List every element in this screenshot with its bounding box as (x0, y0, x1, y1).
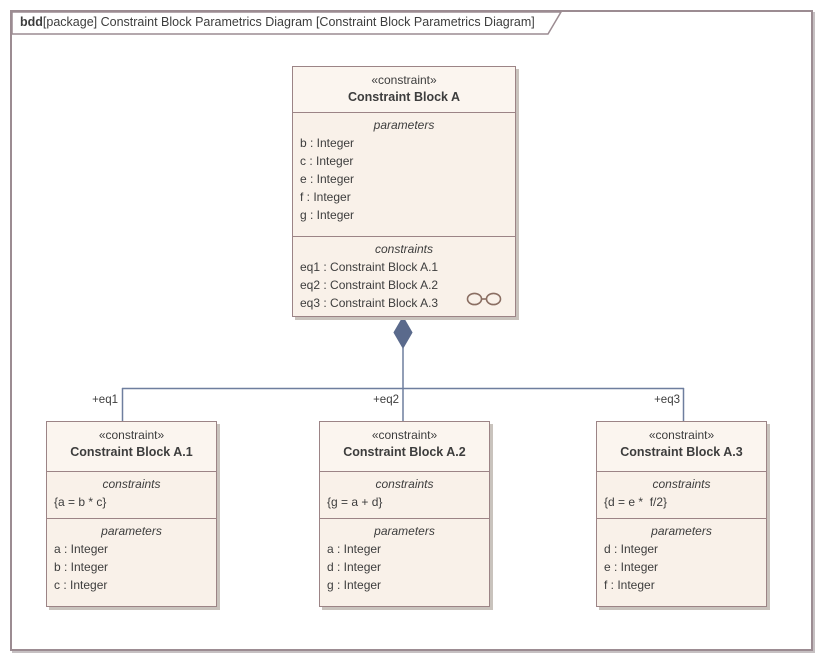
block-name: Constraint Block A (347, 90, 461, 104)
constraints-compartment: constraints {g = a + d} (320, 471, 489, 518)
connector-label-eq1: +eq1 (92, 394, 118, 406)
parameter-item: a : Integer (54, 542, 109, 556)
block-constraint-block-a1[interactable]: «constraint» Constraint Block A.1 constr… (46, 421, 217, 607)
compartment-label: constraints (375, 477, 434, 491)
diagram-frame (10, 10, 813, 651)
block-header: «constraint» Constraint Block A.2 (320, 422, 489, 471)
parameters-compartment: parameters b : Integer c : Integer e : I… (293, 112, 515, 236)
parameter-item: c : Integer (300, 154, 354, 168)
parameters-compartment: parameters d : Integer e : Integer f : I… (597, 518, 766, 606)
parameters-compartment: parameters a : Integer b : Integer c : I… (47, 518, 216, 606)
compartment-label: parameters (373, 118, 435, 132)
constraint-item: {d = e * f/2} (604, 495, 668, 509)
block-header: «constraint» Constraint Block A (293, 67, 515, 112)
stereotype-label: «constraint» (371, 428, 438, 442)
compartment-label: parameters (101, 524, 162, 538)
block-name: Constraint Block A.1 (70, 445, 193, 459)
constraint-item: eq1 : Constraint Block A.1 (300, 260, 439, 274)
constraint-item: eq2 : Constraint Block A.2 (300, 278, 439, 292)
stereotype-label: «constraint» (648, 428, 715, 442)
compartment-label: constraints (102, 477, 161, 491)
stereotype-label: «constraint» (98, 428, 165, 442)
parameter-item: a : Integer (327, 542, 382, 556)
compartment-label: parameters (374, 524, 435, 538)
constraints-compartment: constraints {d = e * f/2} (597, 471, 766, 518)
parameter-item: c : Integer (54, 578, 108, 592)
parameter-item: f : Integer (300, 190, 351, 204)
compartment-label: constraints (652, 477, 711, 491)
block-header: «constraint» Constraint Block A.1 (47, 422, 216, 471)
constraint-item: {g = a + d} (327, 495, 383, 509)
diagram-type-keyword: bdd (20, 15, 43, 29)
diagram-title-rest: [package] Constraint Block Parametrics D… (42, 15, 535, 29)
constraints-compartment: constraints {a = b * c} (47, 471, 216, 518)
constraints-compartment: constraints eq1 : Constraint Block A.1 e… (293, 236, 515, 316)
parameter-item: e : Integer (604, 560, 659, 574)
connector-label-eq2: +eq2 (373, 394, 399, 406)
block-constraint-block-a2[interactable]: «constraint» Constraint Block A.2 constr… (319, 421, 490, 607)
parameter-item: g : Integer (327, 578, 382, 592)
frame-heading-tab (12, 12, 562, 35)
parameter-item: b : Integer (54, 560, 109, 574)
parameter-item: e : Integer (300, 172, 355, 186)
compartment-label: constraints (374, 242, 434, 256)
constraint-item: eq3 : Constraint Block A.3 (300, 296, 439, 310)
connector-label-eq3: +eq3 (654, 394, 680, 406)
parameter-item: b : Integer (300, 136, 355, 150)
stereotype-label: «constraint» (371, 73, 437, 87)
compartment-label: parameters (651, 524, 712, 538)
parameter-item: d : Integer (604, 542, 659, 556)
block-constraint-block-a3[interactable]: «constraint» Constraint Block A.3 constr… (596, 421, 767, 607)
constraint-item: {a = b * c} (54, 495, 107, 509)
block-name: Constraint Block A.2 (343, 445, 466, 459)
block-header: «constraint» Constraint Block A.3 (597, 422, 766, 471)
parameter-item: g : Integer (300, 208, 355, 222)
parameter-item: f : Integer (604, 578, 655, 592)
diagram-title: bdd[package] Constraint Block Parametric… (20, 15, 535, 29)
composite-diagram-icon[interactable] (466, 291, 502, 307)
parameters-compartment: parameters a : Integer d : Integer g : I… (320, 518, 489, 606)
block-name: Constraint Block A.3 (620, 445, 743, 459)
parameter-item: d : Integer (327, 560, 382, 574)
block-constraint-block-a[interactable]: «constraint» Constraint Block A paramete… (292, 66, 516, 317)
